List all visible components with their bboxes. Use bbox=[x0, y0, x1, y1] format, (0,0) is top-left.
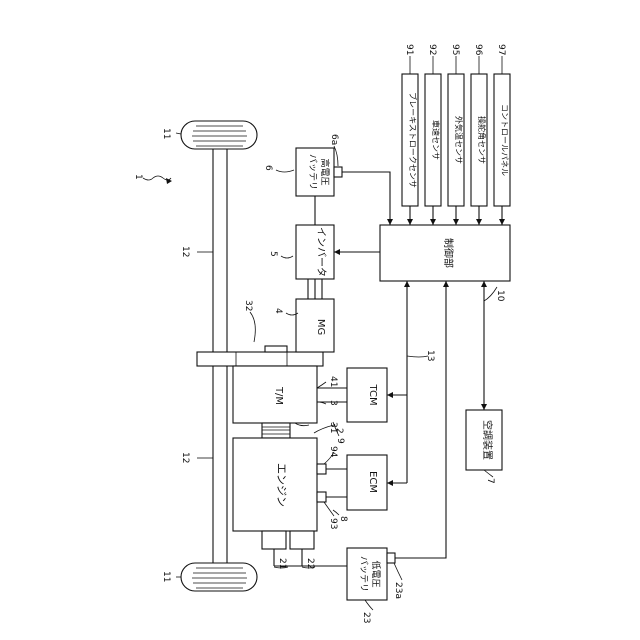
ref-93: 93 bbox=[328, 518, 338, 529]
ref-22: 22 bbox=[305, 558, 315, 569]
ref-7: 7 bbox=[485, 478, 495, 484]
mg-label: MG bbox=[315, 319, 326, 335]
ref-9: 9 bbox=[335, 438, 345, 444]
ref-1: 1 bbox=[133, 174, 143, 180]
control-panel-label: コントロールパネル bbox=[500, 104, 509, 176]
mg-inverter-link bbox=[308, 279, 322, 299]
ref-21: 21 bbox=[277, 558, 287, 569]
lv-battery-label-1: 低電圧 bbox=[370, 560, 382, 587]
axle-lower bbox=[213, 366, 227, 563]
lv-battery-sensor-23a bbox=[387, 553, 395, 563]
wheel-bottom bbox=[181, 563, 257, 591]
ref-13: 13 bbox=[425, 350, 435, 361]
engine-box bbox=[233, 438, 317, 531]
ref-11-top: 11 bbox=[161, 128, 171, 139]
ref-23: 23 bbox=[361, 612, 371, 623]
ref-4: 4 bbox=[273, 308, 283, 314]
ref-32: 32 bbox=[243, 300, 253, 311]
sensor-brake-label: ブレーキストロークセンサ bbox=[408, 92, 418, 188]
ref-12-top: 12 bbox=[180, 246, 190, 257]
lv-battery-label-2: バッテリ bbox=[358, 556, 369, 592]
ref-2: 2 bbox=[334, 428, 344, 434]
ecm-box bbox=[347, 455, 387, 510]
part-22 bbox=[290, 531, 314, 549]
part-21 bbox=[262, 531, 286, 549]
ref-95: 95 bbox=[450, 44, 460, 55]
ref-23a: 23a bbox=[393, 582, 403, 599]
inverter-box bbox=[296, 225, 334, 279]
air-conditioner-label: 空調装置 bbox=[481, 420, 494, 460]
ref-10: 10 bbox=[495, 290, 505, 302]
engine-label: エンジン bbox=[275, 463, 288, 507]
wheel-top bbox=[181, 121, 257, 149]
ref-96: 96 bbox=[473, 44, 483, 56]
ref-94: 94 bbox=[328, 446, 338, 458]
ref-91: 91 bbox=[404, 44, 414, 55]
ref-6: 6 bbox=[263, 165, 273, 171]
tcm-label: TCM bbox=[367, 383, 378, 405]
ref-8: 8 bbox=[338, 516, 348, 522]
ref-12-bottom: 12 bbox=[180, 452, 190, 463]
sensor-outside-temp-label: 外気温センサ bbox=[454, 116, 464, 164]
mg-box bbox=[296, 299, 334, 352]
sensor-steering-label: 操舵角センサ bbox=[477, 116, 487, 164]
ref-6a: 6a bbox=[329, 134, 339, 145]
ecm-label: ECM bbox=[367, 471, 378, 493]
inverter-label: インバータ bbox=[315, 227, 327, 277]
hv-battery-label-1: 高電圧 bbox=[319, 158, 331, 185]
ref-92: 92 bbox=[427, 44, 437, 55]
ecm-engine-sensors bbox=[317, 464, 347, 502]
hv-battery-label-2: バッテリ bbox=[307, 154, 318, 190]
hv-battery-sensor-6a bbox=[334, 167, 342, 177]
ref-5: 5 bbox=[268, 251, 278, 257]
tm-label: T/M bbox=[273, 386, 284, 405]
connecting-shaft bbox=[262, 423, 290, 438]
axle-upper bbox=[213, 149, 227, 352]
ref-97: 97 bbox=[496, 44, 506, 55]
controller-label: 制御部 bbox=[442, 238, 455, 268]
ref-41: 41 bbox=[328, 376, 338, 387]
ref-3: 3 bbox=[328, 400, 338, 406]
tcm-box bbox=[347, 368, 387, 422]
ref-11-bottom: 11 bbox=[161, 571, 171, 582]
sensor-speed-label: 車速センサ bbox=[431, 120, 441, 160]
